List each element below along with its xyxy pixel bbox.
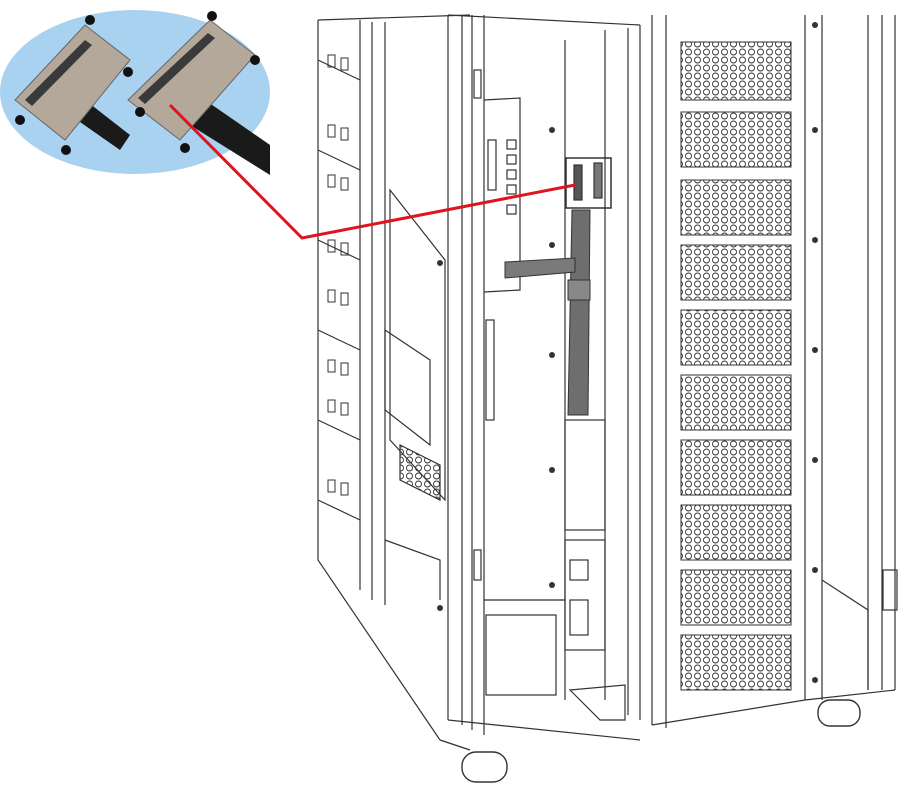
center-frame: [437, 14, 641, 751]
port-block: [506, 139, 517, 215]
connector-inset: [0, 10, 270, 175]
caster-wheels: [461, 699, 861, 783]
vent-grilles: [680, 41, 792, 691]
callout-line-icon: [168, 103, 576, 240]
right-cabinet: [651, 15, 898, 728]
left-cabinet: [317, 14, 471, 741]
scsi-connector-icon: [14, 15, 133, 155]
scsi-connector-icon: [127, 11, 270, 175]
ribbon-cable: [504, 209, 591, 416]
